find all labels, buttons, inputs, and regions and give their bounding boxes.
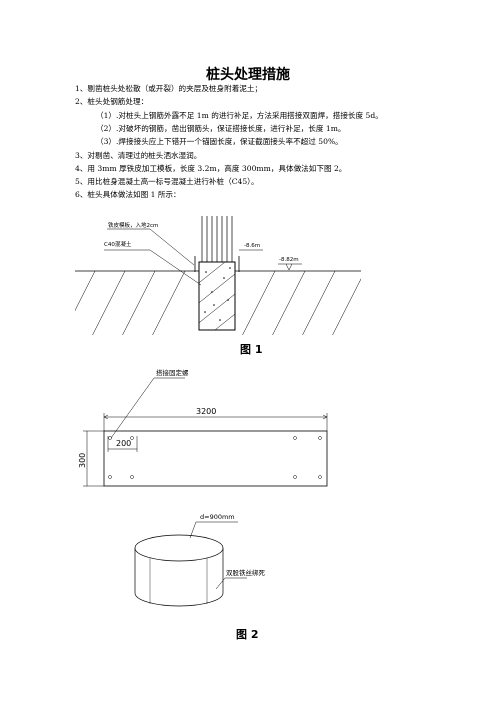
step-4: 4、用 3mm 厚铁皮加工模板，长度 3.2m，高度 300mm，具体做法如下图…: [75, 164, 347, 173]
dim-length: [103, 413, 328, 431]
step-2-3: （3）.焊接接头应上下错开一个锚固长度，保证截面接头率不超过 50%。: [96, 137, 343, 146]
soil-hatch: [75, 271, 361, 335]
callout-leader-diameter: [189, 521, 238, 539]
rebar-lines: [201, 216, 233, 262]
step-2-2: （2）.对破坏的钢筋，凿出钢筋头，保证搭接长度，进行补足，长度 1m。: [96, 124, 346, 133]
callout-wire: 双股铁丝绑死: [226, 568, 266, 577]
figure-2-label: 图 2: [236, 628, 259, 641]
step-6: 6、桩头具体做法如图 1 所示：: [75, 190, 181, 199]
page-title: 桩头处理措施: [206, 67, 290, 83]
elev-ground-marker: [285, 263, 293, 271]
dim-overlap-label: 200: [116, 439, 131, 448]
callout-leader-fix: [110, 377, 185, 439]
step-2: 2、桩头处钢筋处理：: [75, 97, 149, 106]
callout-leader-formwork: [107, 228, 195, 266]
step-1: 1、剔凿桩头处松散（或开裂）的夹层及桩身附着泥土；: [75, 84, 263, 93]
cylinder: [134, 534, 224, 607]
callout-fix: 搭接固定螺: [156, 368, 189, 377]
dim-height: [83, 430, 104, 487]
callout-leader-wire: [215, 577, 247, 590]
aggregate-dots: [204, 267, 231, 321]
step-5: 5、用比桩身混凝土高一标号混凝土进行补桩（C45）。: [75, 177, 259, 186]
callout-concrete: C40混凝土: [104, 240, 132, 248]
step-2-1: （1）.对桩头上钢筋外露不足 1m 的进行补足，方法采用搭接双面焊，搭接长度 5…: [96, 111, 383, 120]
dim-height-label: 300: [78, 453, 87, 468]
dim-length-label: 3200: [196, 407, 216, 416]
diameter-label: d=900mm: [200, 513, 235, 521]
bolt-holes: [108, 436, 322, 479]
step-3: 3、对剔凿、清理过的桩头洒水湿润。: [75, 151, 202, 160]
pile-hatch: [199, 262, 235, 330]
formwork-plate: [103, 430, 328, 487]
callout-formwork: 铁皮模板，入地2cm: [108, 221, 158, 229]
elev-ground-label: -8.82m: [279, 257, 299, 263]
elev-top-label: -8.6m: [244, 243, 260, 249]
figure-1-label: 图 1: [240, 343, 263, 356]
dim-overlap: [107, 436, 138, 452]
callout-leader-concrete: [104, 249, 202, 286]
